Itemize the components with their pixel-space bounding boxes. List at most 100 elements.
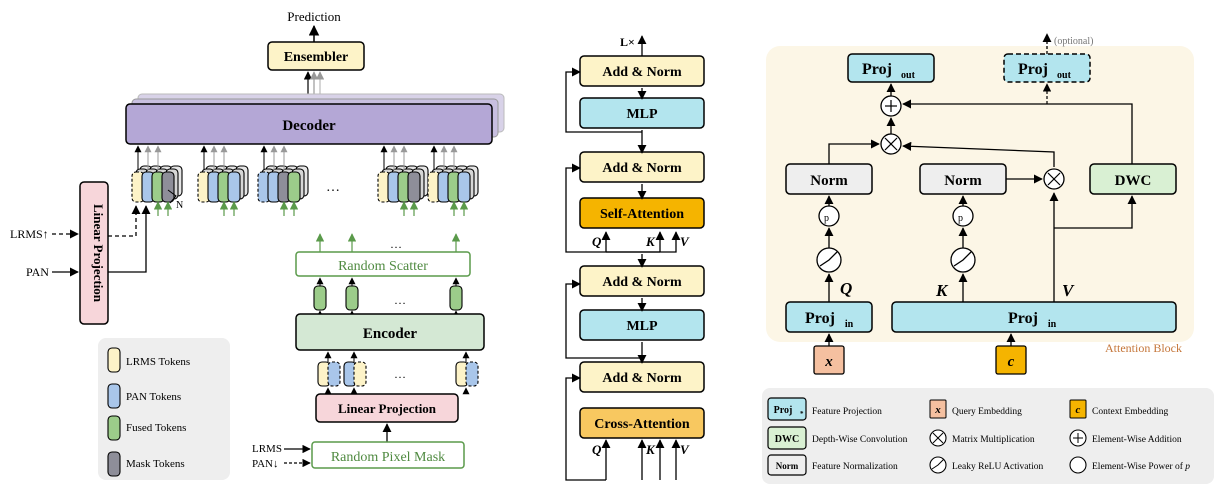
legend-dwc: DWC	[775, 434, 799, 445]
legend-feature-projection: Feature Projection	[812, 407, 882, 417]
legend-context-embedding: Context Embedding	[1092, 407, 1169, 417]
power-op-icon-right	[952, 205, 974, 227]
proj-out-box	[847, 53, 935, 83]
right-panel: Attention Block Proj out Proj out (optio…	[762, 33, 1214, 484]
self-attn-k: K	[645, 234, 656, 249]
x-label: x	[824, 354, 833, 370]
self-attention-label: Self-Attention	[600, 207, 684, 222]
legend-add: Element-Wise Addition	[1092, 435, 1182, 445]
legend-proj-sym: Proj	[774, 405, 793, 416]
legend-fused: Fused Tokens	[126, 422, 186, 434]
proj-out-label: Proj	[862, 61, 892, 78]
decoder-token-groups	[131, 145, 479, 216]
legend-mask: Mask Tokens	[126, 458, 185, 470]
decoder-token	[227, 171, 241, 203]
add-norm-2-label: Add & Norm	[602, 161, 682, 176]
token-legend	[98, 338, 230, 480]
linear-projection-vertical-box	[79, 181, 109, 325]
lrms-up-label: LRMS↑	[10, 227, 49, 241]
encoder-input-token	[327, 361, 341, 387]
legend-norm: Norm	[776, 461, 799, 471]
legend-pan: PAN Tokens	[126, 391, 181, 403]
linear-projection-label: Linear Projection	[338, 401, 437, 416]
ellipsis-decoder: …	[326, 180, 340, 195]
proj-in-left-label: Proj	[805, 310, 835, 327]
pan-label: PAN	[26, 265, 49, 279]
legend-fused-token	[107, 415, 121, 441]
fused-token	[345, 285, 359, 311]
dwc-label: DWC	[1115, 173, 1152, 189]
cross-attn-q: Q	[592, 442, 602, 457]
legend-dwc-label: Depth-Wise Convolution	[812, 435, 908, 445]
legend-query-embedding: Query Embedding	[952, 407, 1022, 417]
pan-down-label: PAN↓	[252, 458, 279, 470]
left-panel: Prediction Ensembler Decoder … N Linear …	[10, 9, 505, 480]
cross-attn-k: K	[645, 442, 656, 457]
random-scatter-label: Random Scatter	[338, 259, 428, 274]
decoder-token	[161, 171, 175, 203]
legend-mask-token	[107, 451, 121, 477]
optional-label: (optional)	[1054, 36, 1093, 47]
legend-power: Element-Wise Power of p	[1092, 461, 1190, 472]
self-attn-v: V	[680, 234, 690, 249]
legend-proj-sub: *	[800, 410, 804, 418]
cross-attention-box	[579, 407, 705, 439]
proj-out-optional-box	[1003, 53, 1091, 83]
encoder-box	[295, 313, 485, 351]
encoder-input-token	[465, 361, 479, 387]
fused-token	[313, 285, 327, 311]
encoder-label: Encoder	[363, 326, 418, 342]
norm-left-label: Norm	[810, 173, 848, 189]
legend-pan-token	[107, 383, 121, 409]
power-p-left: p	[824, 213, 829, 224]
mlp-1-label: MLP	[626, 107, 658, 122]
legend-power-icon	[1069, 456, 1087, 474]
proj-out-optional-sub: out	[1057, 70, 1072, 81]
prediction-label: Prediction	[287, 9, 341, 24]
linear-projection-vertical-label: Linear Projection	[91, 204, 106, 303]
decoder-token	[287, 171, 301, 203]
proj-out-optional-label: Proj	[1018, 61, 1048, 78]
decoder-box	[125, 103, 493, 145]
ensembler-label: Ensembler	[284, 50, 349, 65]
k-label: K	[935, 281, 949, 300]
q-label: Q	[840, 279, 852, 298]
self-attn-q: Q	[592, 234, 602, 249]
legend-leaky: Leaky ReLU Activation	[952, 462, 1044, 472]
ellipsis-encoder: …	[394, 367, 406, 381]
decoder-token	[457, 171, 471, 203]
dwc-box	[1089, 163, 1177, 195]
lrms-label: LRMS	[252, 443, 282, 455]
decoder-token	[407, 171, 421, 203]
ellipsis-scatter: …	[390, 237, 402, 251]
decoder-label: Decoder	[282, 118, 336, 134]
legend-lrms-token	[107, 347, 121, 373]
op-legend	[762, 388, 1214, 484]
linear-projection-box	[315, 393, 459, 423]
attention-block-label: Attention Block	[1105, 341, 1182, 355]
random-scatter-box	[295, 251, 471, 277]
add-norm-1-label: Add & Norm	[602, 65, 682, 80]
add-norm-4-label: Add & Norm	[602, 371, 682, 386]
add-norm-3-label: Add & Norm	[602, 275, 682, 290]
v-label: V	[1062, 281, 1075, 300]
random-pixel-mask-label: Random Pixel Mask	[331, 450, 445, 465]
proj-out-sub: out	[901, 70, 916, 81]
c-label: c	[1008, 354, 1015, 370]
repeat-label: L×	[620, 35, 635, 49]
proj-in-right-box	[891, 301, 1177, 333]
random-pixel-mask-box	[311, 441, 465, 469]
legend-x: x	[934, 404, 941, 416]
legend-matmul: Matrix Multiplication	[952, 435, 1035, 445]
n-label: N	[176, 200, 183, 211]
cross-attention-label: Cross-Attention	[594, 417, 690, 432]
proj-in-right-sub: in	[1048, 319, 1057, 330]
proj-in-left-sub: in	[845, 319, 854, 330]
power-op-icon-left	[818, 205, 840, 227]
legend-c: c	[1076, 404, 1081, 416]
encoder-input-token	[353, 361, 367, 387]
mlp-2-label: MLP	[626, 319, 658, 334]
ensembler-box	[267, 41, 365, 71]
